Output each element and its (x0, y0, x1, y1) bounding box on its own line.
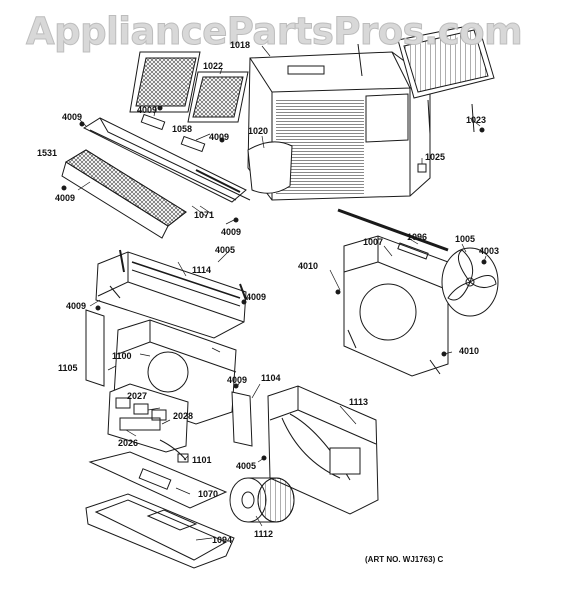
label-1071: 1071 (194, 210, 215, 220)
panel-1020 (247, 141, 293, 194)
plate-1104 (231, 391, 253, 447)
louver-frame-1058 (82, 113, 251, 203)
control-box (107, 383, 189, 463)
side-plate-1105 (85, 309, 105, 387)
label-4005-b: 4005 (236, 461, 257, 471)
label-1094: 1094 (212, 535, 233, 545)
label-4009-g: 4009 (246, 292, 267, 302)
label-1058: 1058 (172, 124, 193, 134)
air-filter-1022 (187, 71, 249, 123)
label-4009-c: 4009 (209, 132, 230, 142)
label-2028: 2028 (173, 411, 194, 421)
watermark: AppliancePartsPros.com (25, 10, 523, 54)
label-1531: 1531 (37, 148, 58, 158)
bar-1096 (337, 208, 449, 252)
label-4009-f: 4009 (66, 301, 87, 311)
leader-lines (77, 45, 487, 541)
label-1022: 1022 (203, 61, 224, 71)
label-4009-b: 4009 (137, 105, 158, 115)
label-1025: 1025 (425, 152, 446, 162)
label-4009-e: 4009 (221, 227, 242, 237)
label-4009-a: 4009 (62, 112, 83, 122)
label-1023: 1023 (466, 115, 487, 125)
art-number: (ART NO. WJ1763) C (365, 555, 444, 564)
label-1100: 1100 (112, 351, 132, 361)
label-1104: 1104 (261, 373, 281, 383)
label-2026: 2026 (118, 438, 139, 448)
label-1112: 1112 (254, 529, 274, 539)
label-4010-a: 4010 (298, 261, 319, 271)
label-1007: 1007 (363, 237, 384, 247)
label-1005: 1005 (455, 234, 476, 244)
label-1070: 1070 (198, 489, 219, 499)
label-1101: 1101 (192, 455, 212, 465)
label-4009-d: 4009 (55, 193, 76, 203)
filter-1070 (88, 451, 228, 509)
fan-shroud-1007 (343, 235, 449, 377)
air-filter-left (129, 51, 201, 113)
blower-wheel-1112 (229, 477, 295, 523)
label-4005-a: 4005 (215, 245, 236, 255)
label-1020: 1020 (248, 126, 269, 136)
front-panel-chassis (95, 249, 247, 339)
discharge-grille-1023 (357, 23, 495, 135)
drain-tray-1094 (85, 493, 235, 569)
condenser-fan-1005 (441, 247, 499, 317)
label-4009-h: 4009 (227, 375, 248, 385)
label-2027: 2027 (127, 391, 148, 401)
front-grille-1531 (61, 149, 187, 239)
label-1096: 1096 (407, 232, 428, 242)
label-4003: 4003 (479, 246, 500, 256)
label-4010-b: 4010 (459, 346, 480, 356)
label-1018: 1018 (230, 40, 251, 50)
label-1113: 1113 (349, 397, 369, 407)
label-1105: 1105 (58, 363, 78, 373)
label-1114: 1114 (192, 265, 212, 275)
